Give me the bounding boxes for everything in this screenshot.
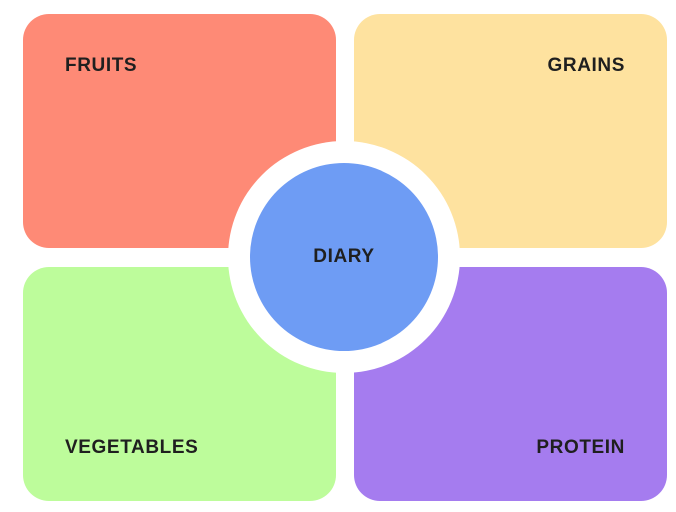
vegetables-label: VEGETABLES	[65, 437, 199, 458]
diary-circle: DIARY	[250, 163, 438, 351]
diary-label: DIARY	[313, 246, 375, 267]
fruits-label: FRUITS	[65, 55, 138, 76]
protein-quadrant: PROTEIN	[354, 267, 667, 501]
grains-label: GRAINS	[547, 55, 625, 76]
protein-label: PROTEIN	[536, 437, 625, 458]
